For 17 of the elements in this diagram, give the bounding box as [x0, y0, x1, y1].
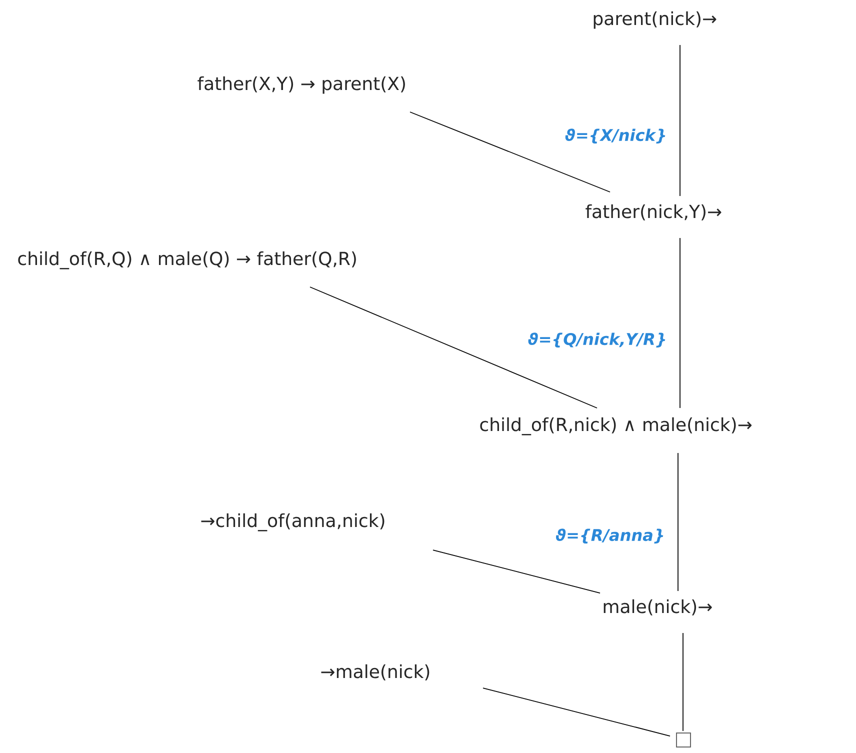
edge-label: ϑ={Q/nick,Y/R}: [526, 332, 668, 348]
formula-text: →male(nick): [321, 664, 430, 680]
formula-text: male(nick)→: [604, 599, 712, 616]
connector-line: [310, 286, 598, 408]
formula-text: child_of(R,nick) ∧ male(nick)→: [480, 417, 752, 436]
formula-text: parent(nick)→: [594, 11, 716, 29]
formula-text: father(nick,Y)→: [586, 204, 722, 220]
connector-line: [410, 112, 610, 192]
empty-clause-box: [676, 732, 691, 748]
connector-line: [482, 688, 670, 736]
formula-text: →child_of(anna,nick): [201, 513, 384, 532]
connector-line: [432, 550, 600, 594]
connector-line: [682, 632, 684, 732]
formula-text: father(X,Y) → parent(X): [198, 76, 405, 94]
edge-label: ϑ={X/nick}: [564, 128, 668, 144]
edge-label: ϑ={R/anna}: [554, 528, 666, 544]
formula-text: child_of(R,Q) ∧ male(Q) → father(Q,R): [18, 251, 356, 270]
